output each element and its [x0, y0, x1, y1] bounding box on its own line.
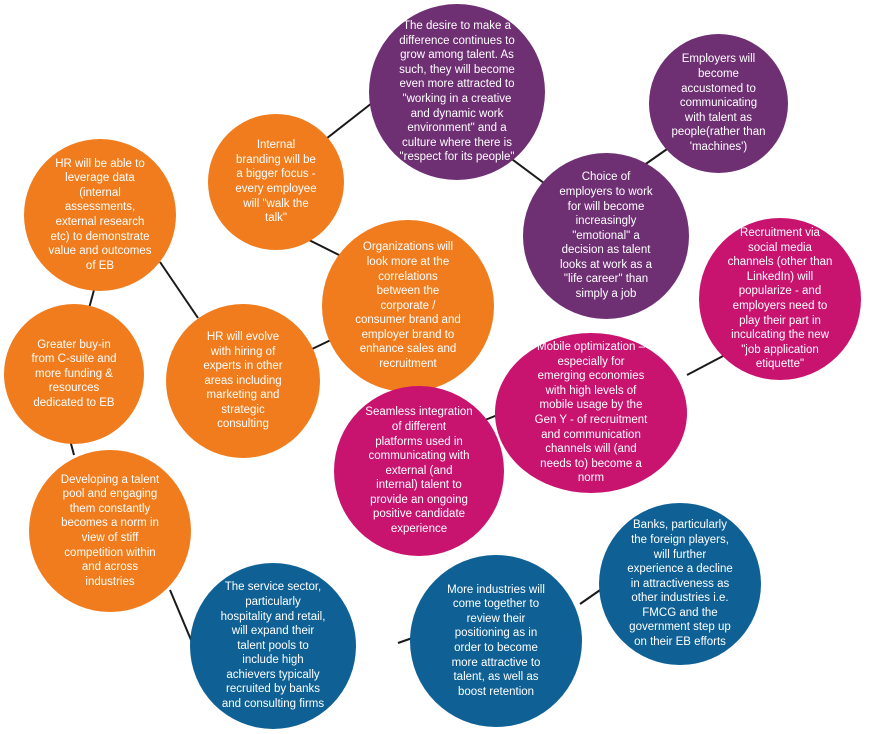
node-text: HR will be able to leverage data (intern… — [48, 157, 152, 272]
node-banks-decline: Banks, particularly the foreign players,… — [599, 503, 761, 665]
node-text: Greater buy-in from C-suite and more fun… — [31, 338, 117, 409]
node-emotional-choice: Choice of employers to work for will bec… — [523, 153, 689, 319]
node-text: The service sector, particularly hospita… — [220, 581, 326, 711]
node-text: Mobile optimization – especially for eme… — [534, 341, 648, 485]
node-text: Developing a talent pool and engaging th… — [60, 473, 160, 588]
node-c-suite-buy-in: Greater buy-in from C-suite and more fun… — [4, 304, 144, 444]
connector-line — [159, 261, 199, 319]
connector-line — [686, 354, 726, 376]
node-hr-leverage-data: HR will be able to leverage data (intern… — [24, 139, 176, 291]
node-talent-desire: The desire to make a difference continue… — [369, 4, 545, 180]
node-social-media-recruitment: Recruitment via social media channels (o… — [699, 218, 861, 380]
node-brand-correlations: Organizations will look more at the corr… — [322, 220, 494, 392]
node-text: HR will evolve with hiring of experts in… — [203, 330, 283, 431]
node-internal-branding: Internal branding will be a bigger focus… — [208, 114, 344, 250]
node-text: Employers will become accustomed to comm… — [671, 53, 766, 153]
node-text: Banks, particularly the foreign players,… — [627, 519, 733, 649]
node-text: Choice of employers to work for will bec… — [559, 171, 653, 301]
node-text: Seamless integration of different platfo… — [365, 406, 473, 536]
node-text: More industries will come together to re… — [447, 583, 545, 698]
node-text: Internal branding will be a bigger focus… — [235, 139, 317, 225]
node-industries-together: More industries will come together to re… — [410, 555, 582, 727]
node-hr-evolve: HR will evolve with hiring of experts in… — [166, 304, 320, 458]
node-talent-pool: Developing a talent pool and engaging th… — [29, 450, 191, 612]
node-employers-communicate: Employers will become accustomed to comm… — [649, 34, 788, 173]
node-text: Recruitment via social media channels (o… — [727, 227, 833, 371]
node-service-sector: The service sector, particularly hospita… — [190, 563, 356, 729]
node-text: Organizations will look more at the corr… — [355, 241, 461, 371]
node-seamless-integration: Seamless integration of different platfo… — [334, 386, 504, 556]
node-mobile-optimization: Mobile optimization – especially for eme… — [495, 333, 687, 493]
node-text: The desire to make a difference continue… — [399, 20, 515, 164]
